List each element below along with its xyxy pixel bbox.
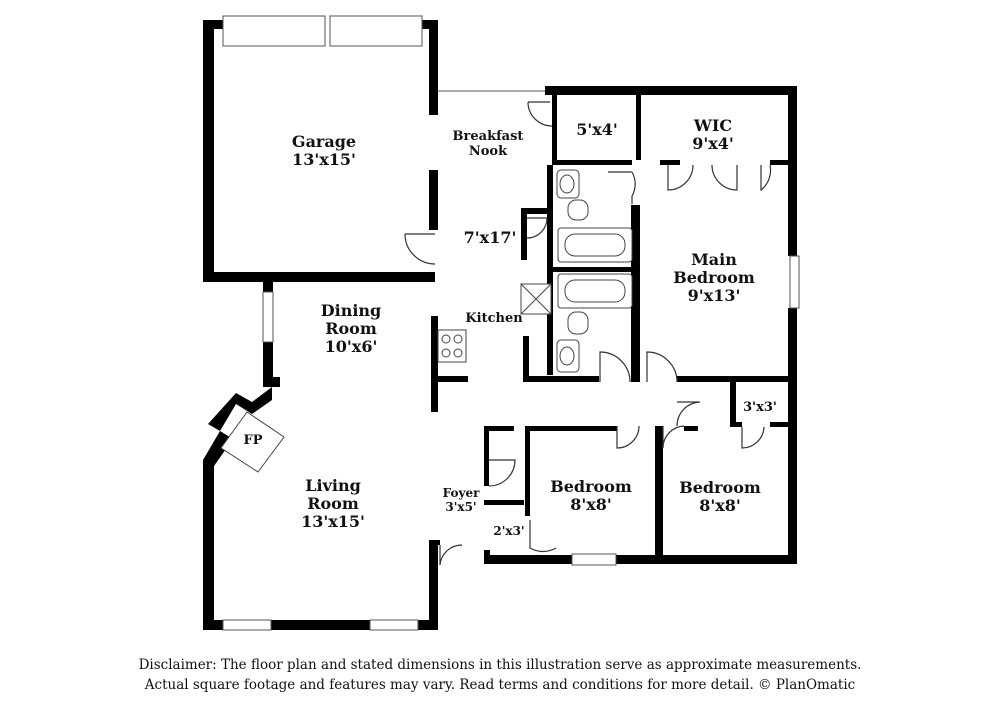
disclaimer-line-2: Actual square footage and features may v… [144,677,856,693]
fixtures [220,169,633,473]
disclaimer-line-1: Disclaimer: The floor plan and stated di… [138,657,862,673]
exterior-walls [203,20,797,630]
room-label-closet-2x3: 2'x3' [493,524,525,538]
room-label-kitchen: Kitchen [465,311,523,326]
room-label-hallway: 7'x17' [463,228,517,247]
door-swings [404,101,772,566]
room-label-breakfast-nook: Breakfast Nook [452,129,524,159]
window-markers [222,15,800,631]
room-label-closet-5x4: 5'x4' [576,120,618,139]
room-label-fireplace: FP [243,433,263,448]
room-label-closet-3x3: 3'x3' [743,400,777,415]
